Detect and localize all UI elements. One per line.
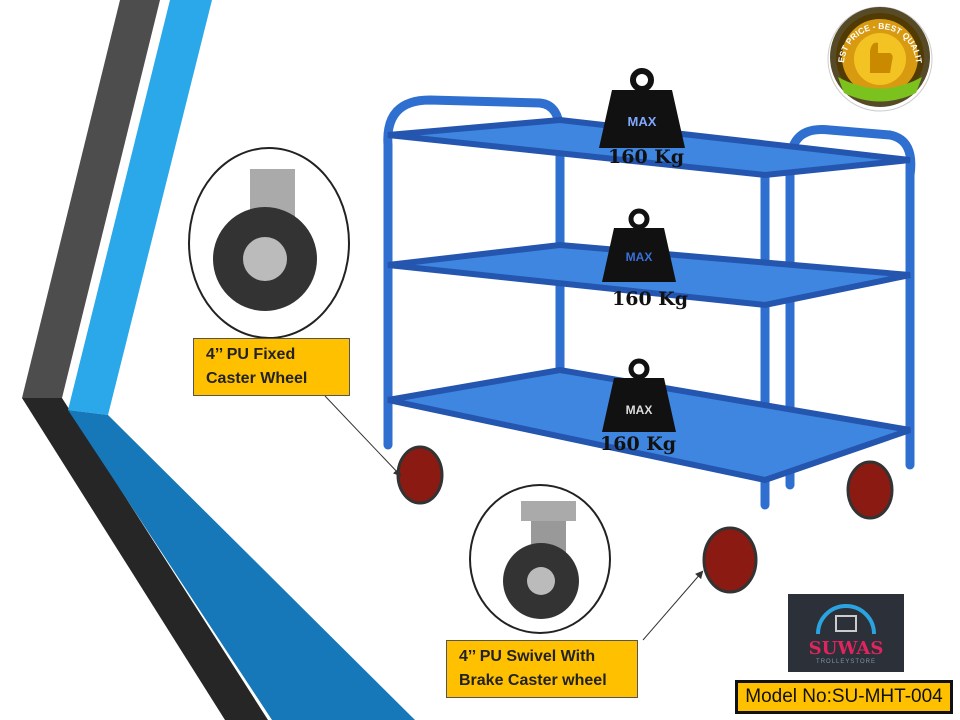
svg-text:MAX: MAX [628, 114, 657, 129]
suwas-logo: SUWAS TROLLEYSTORE [788, 594, 904, 672]
svg-text:MAX: MAX [626, 403, 653, 417]
logo-name: SUWAS [808, 638, 884, 659]
callout-line: Caster Wheel [206, 370, 308, 387]
swivel-caster-image [469, 484, 611, 634]
weight-icon: MAX [602, 208, 676, 282]
weight-icon: MAX [599, 68, 685, 148]
callout-line: 4’’ PU Fixed [206, 346, 296, 363]
callout-line: 4’’ PU Swivel With [459, 648, 596, 665]
capacity-label: 160 Kg [612, 288, 689, 310]
weight-icon: MAX [602, 358, 676, 432]
swivel-caster-callout: 4’’ PU Swivel With Brake Caster wheel [446, 640, 638, 698]
callout-line: Brake Caster wheel [459, 672, 607, 689]
logo-tagline: TROLLEYSTORE [816, 659, 876, 665]
best-price-quality-badge: BEST PRICE - BEST QUALITY [817, 0, 940, 113]
svg-text:MAX: MAX [626, 250, 653, 264]
model-number: Model No:SU-MHT-004 [735, 680, 953, 714]
capacity-label: 160 Kg [608, 146, 685, 168]
fixed-caster-callout: 4’’ PU Fixed Caster Wheel [193, 338, 350, 396]
capacity-label: 160 Kg [600, 433, 677, 455]
fixed-caster-image [188, 147, 350, 339]
